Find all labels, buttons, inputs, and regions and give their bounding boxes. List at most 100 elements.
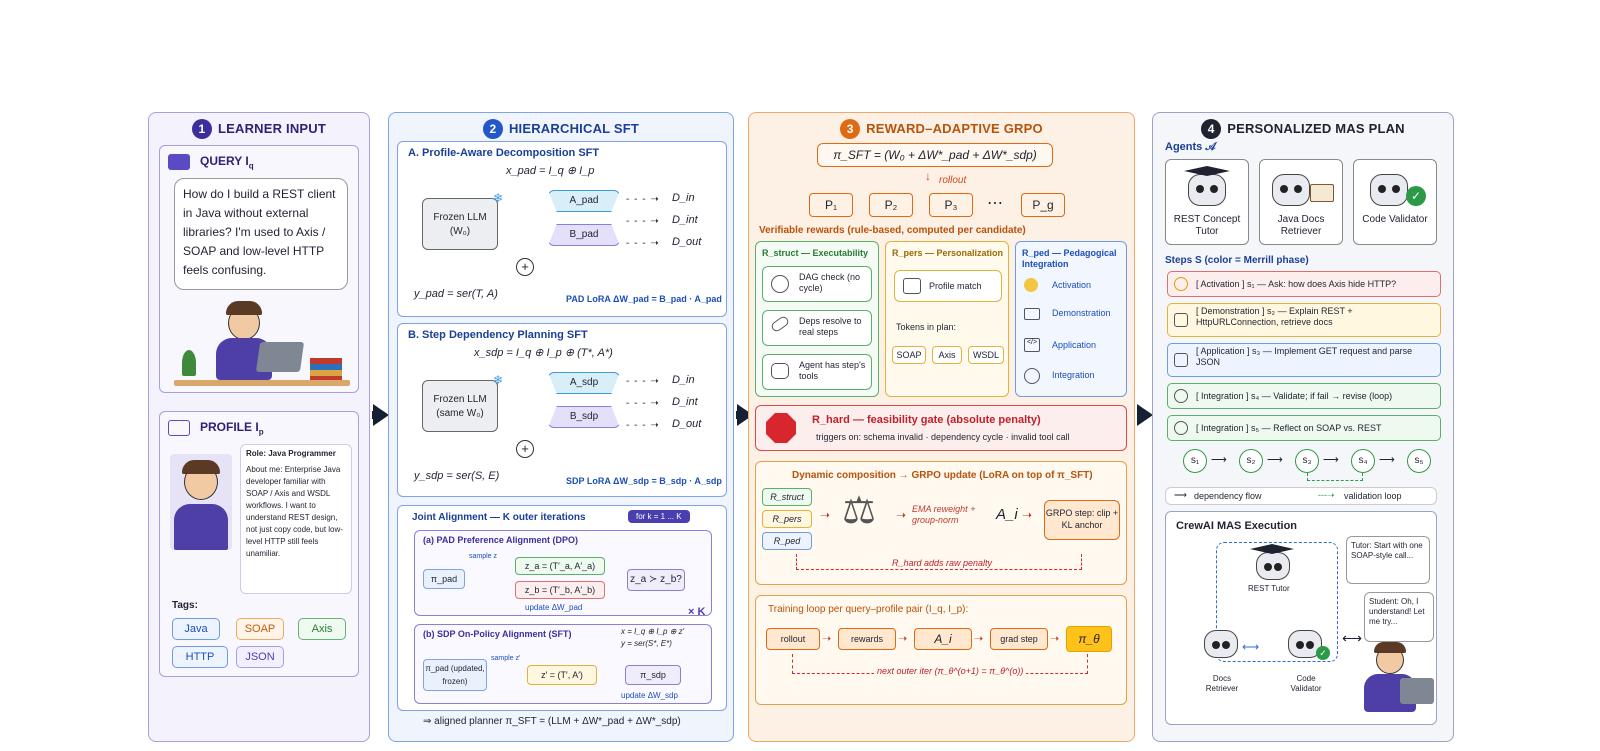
pi-pad-frozen-node: π_pad (updated, frozen) bbox=[423, 659, 487, 691]
dyn-title: Dynamic composition → GRPO update (LoRA … bbox=[792, 470, 1093, 481]
train-rollout: rollout bbox=[766, 628, 820, 650]
sdp-input-formula: x_sdp = I_q ⊕ I_p ⊕ (T*, A*) bbox=[474, 347, 613, 359]
panel3-number: 3 bbox=[840, 119, 861, 139]
panel2-title-text: HIERARCHICAL SFT bbox=[508, 121, 640, 136]
rollout-label: rollout bbox=[939, 175, 967, 186]
exec-title: CrewAI MAS Execution bbox=[1176, 520, 1298, 532]
phase-demonstration: Demonstration bbox=[1052, 308, 1111, 318]
desk bbox=[174, 380, 350, 386]
penalty-path bbox=[796, 554, 1082, 570]
sdp-sft-title: B. Step Dependency Planning SFT bbox=[408, 329, 588, 341]
tutor-cap-icon bbox=[1250, 544, 1294, 554]
sum-node-b: + bbox=[516, 440, 534, 458]
connector-1-2-arrow bbox=[373, 404, 389, 426]
validation-loop-edge bbox=[1307, 473, 1363, 481]
legend-val-arrow: ‑‑‑➝ bbox=[1318, 490, 1335, 500]
tag-soap: SOAP bbox=[236, 618, 284, 640]
docs-robot-icon bbox=[1272, 174, 1310, 206]
preference-compare-node: z_a ≻ z_b? bbox=[627, 569, 685, 591]
profile-check-icon bbox=[903, 278, 921, 294]
profile-title: PROFILE Ip bbox=[200, 420, 264, 437]
plan-pg: P_g bbox=[1021, 193, 1065, 217]
plan-p1: P₁ bbox=[809, 193, 853, 217]
dyn-arrow-3: ➝ bbox=[1022, 508, 1033, 522]
step-4: [ Integration ] s₄ — Validate; if fail →… bbox=[1167, 383, 1441, 409]
sample-zprime-label: sample z′ bbox=[491, 655, 521, 662]
query-title: QUERY Iq bbox=[200, 154, 254, 171]
tag-json: JSON bbox=[236, 646, 284, 668]
token-soap: SOAP bbox=[892, 346, 926, 364]
pad-input-formula: x_pad = I_q ⊕ I_p bbox=[506, 165, 595, 177]
code-validator-label: Code Validator bbox=[1290, 674, 1322, 693]
panel3-title-text: REWARD–ADAPTIVE GRPO bbox=[866, 121, 1043, 136]
dag-node-s4: s₄ bbox=[1351, 449, 1375, 473]
steps-label: Steps S (color = Merrill phase) bbox=[1165, 255, 1309, 266]
legend-val-label: validation loop bbox=[1344, 491, 1402, 501]
train-arrow-1: ➝ bbox=[822, 633, 832, 645]
step-1: [ Activation ] s₁ — Ask: how does Axis h… bbox=[1167, 271, 1441, 297]
phase-activation: Activation bbox=[1052, 280, 1092, 290]
deps-resolve-item: Deps resolve to real steps bbox=[762, 310, 872, 346]
docs-retriever-label: Docs Retriever bbox=[1205, 674, 1239, 693]
query-bubble: How do I build a REST client in Java wit… bbox=[174, 178, 348, 290]
a-sdp-block: A_sdp bbox=[548, 372, 620, 394]
graduation-cap-icon bbox=[1184, 166, 1230, 176]
dag-check-item: DAG check (no cycle) bbox=[762, 266, 872, 302]
train-grad-step: grad step bbox=[990, 628, 1048, 650]
zb-node: z_b = (T′_b, A′_b) bbox=[515, 581, 605, 599]
rpers-title: R_pers — Personalization bbox=[892, 248, 1004, 258]
link-icon bbox=[769, 314, 791, 334]
d-int-label-b: D_int bbox=[672, 396, 698, 408]
legend-dep-arrow: ⟶ bbox=[1174, 490, 1187, 500]
docs-validator-edge: ⟷ bbox=[1242, 640, 1260, 654]
code-validator-robot-icon bbox=[1288, 630, 1322, 658]
snowflake-icon-b: ❄ bbox=[492, 373, 503, 387]
verifiable-rewards-label: Verifiable rewards (rule-based, computed… bbox=[759, 225, 1026, 236]
arrow-dout: ‑ ‑ ‑ ➝ bbox=[626, 238, 660, 249]
student-laptop-icon bbox=[1400, 678, 1434, 704]
robot-icon bbox=[771, 363, 789, 379]
training-loop-box: Training loop per query–profile pair (I_… bbox=[755, 595, 1127, 705]
bulb-icon bbox=[1024, 278, 1038, 292]
joint-alignment-box: Joint Alignment — K outer iterations for… bbox=[397, 505, 727, 711]
rest-tutor-label: REST Tutor bbox=[1248, 584, 1290, 593]
rped-box: R_ped — Pedagogical Integration Activati… bbox=[1015, 241, 1127, 397]
student-hair bbox=[1374, 642, 1406, 653]
panel1-number: 1 bbox=[191, 119, 212, 139]
arrow-dint: ‑ ‑ ‑ ➝ bbox=[626, 216, 660, 227]
agent-card-tutor: REST Concept Tutor bbox=[1165, 159, 1249, 245]
d-out-label: D_out bbox=[672, 236, 702, 248]
dyn-rstruct: R_struct bbox=[762, 488, 812, 506]
laptop-icon bbox=[255, 342, 305, 372]
grpo-step-box: GRPO step: clip + KL anchor bbox=[1044, 500, 1120, 540]
a-pad-block: A_pad bbox=[548, 190, 620, 212]
rest-tutor-robot-icon bbox=[1256, 552, 1290, 580]
panel4-title-text: PERSONALIZED MAS PLAN bbox=[1227, 121, 1405, 136]
cycle-icon bbox=[1174, 389, 1188, 403]
open-book-icon bbox=[1310, 184, 1334, 202]
y-definition: y = ser(S*, E*) bbox=[621, 639, 672, 648]
chat-icon bbox=[168, 154, 190, 170]
dyn-rped: R_ped bbox=[762, 532, 812, 550]
joint-title: Joint Alignment — K outer iterations bbox=[412, 512, 586, 523]
book-icon bbox=[1174, 313, 1188, 327]
profile-details: Role: Java Programmer About me: Enterpri… bbox=[240, 444, 352, 594]
balance-scale-icon: ⚖ bbox=[842, 490, 877, 532]
plan-ellipsis: ⋯ bbox=[987, 195, 1003, 212]
panel1-title-text: LEARNER INPUT bbox=[217, 121, 327, 136]
profile-avatar bbox=[170, 454, 232, 550]
aligned-planner-formula: ⇒ aligned planner π_SFT = (LLM + ΔW*_pad… bbox=[423, 716, 681, 727]
book-icon bbox=[1024, 308, 1040, 320]
rhard-triggers: triggers on: schema invalid · dependency… bbox=[816, 432, 1070, 442]
connector-3-4-arrow bbox=[1137, 404, 1153, 426]
dag-node-s2: s₂ bbox=[1239, 449, 1263, 473]
profile-about: About me: Enterprise Java developer fami… bbox=[246, 465, 343, 558]
plan-p2: P₂ bbox=[869, 193, 913, 217]
frozen-llm-a: Frozen LLM (W₀) ❄ bbox=[422, 191, 503, 250]
d-in-label: D_in bbox=[672, 192, 695, 204]
tag-http: HTTP bbox=[172, 646, 228, 668]
docs-retriever-robot-icon bbox=[1204, 630, 1238, 658]
id-card-icon bbox=[168, 420, 190, 436]
pad-lora-formula: PAD LoRA ΔW_pad = B_pad · A_pad bbox=[566, 294, 722, 304]
